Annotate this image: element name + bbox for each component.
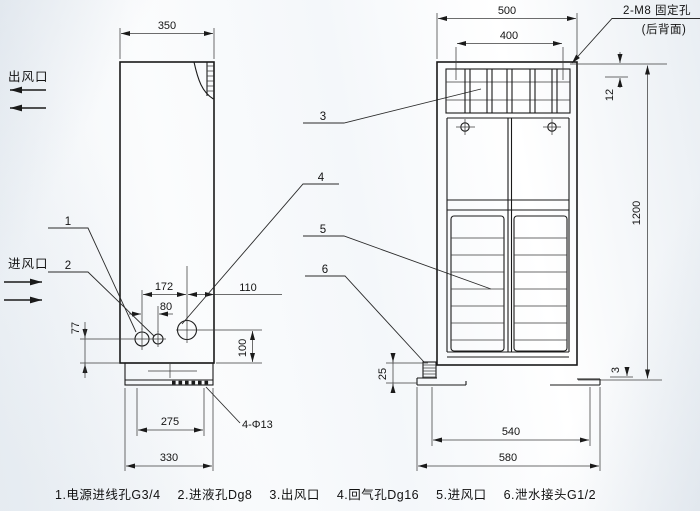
dim-hole-top-offset: 12 bbox=[604, 89, 616, 101]
label-air-inlet: 进风口 bbox=[8, 257, 49, 271]
callouts: 1 2 3 4 5 6 bbox=[48, 88, 492, 363]
dim-275: 275 bbox=[136, 388, 205, 436]
dim-foot-width: 580 bbox=[499, 452, 517, 464]
dim-front-width: 500 bbox=[498, 5, 516, 17]
note-bolt-holes: 4-Φ13 bbox=[205, 386, 273, 431]
dim-hole-span: 172 bbox=[155, 281, 173, 293]
door-louver-panels bbox=[450, 215, 568, 352]
label-bolt-holes: 4-Φ13 bbox=[242, 419, 273, 431]
dim-height: 1200 bbox=[631, 201, 643, 225]
callout-1: 1 bbox=[65, 216, 71, 228]
dim-foot-plate-thickness: 3 bbox=[610, 367, 622, 373]
front-view: 500 400 2-M8 固定孔 (后背面) 12 1200 bbox=[377, 3, 700, 471]
air-inlet-group: 进风口 bbox=[4, 257, 49, 304]
dim-return-hole-height: 100 bbox=[237, 339, 249, 357]
dim-400: 400 bbox=[455, 30, 564, 80]
dim-power-hole-height: 77 bbox=[70, 322, 82, 334]
legend-item-4: 4.回气孔Dg16 bbox=[336, 488, 420, 502]
note-fixing-line2: (后背面) bbox=[642, 22, 687, 36]
dim-580: 580 bbox=[416, 387, 601, 471]
legend: 1.电源进线孔G3/4 2.进液孔Dg8 3.出风口 4.回气孔Dg16 5.进… bbox=[55, 484, 695, 503]
label-air-outlet: 出风口 bbox=[8, 70, 49, 84]
dim-330: 330 bbox=[124, 388, 214, 471]
dim-base-hole-span: 275 bbox=[161, 416, 179, 428]
callout-5: 5 bbox=[320, 224, 326, 236]
dim-25: 25 bbox=[377, 353, 428, 393]
front-view-cabinet-body bbox=[436, 61, 578, 366]
callout-6: 6 bbox=[322, 264, 328, 276]
dim-3: 3 bbox=[610, 367, 633, 378]
front-view-doors bbox=[446, 117, 570, 358]
callout-2: 2 bbox=[65, 260, 71, 272]
dim-hole-offset: 80 bbox=[160, 301, 172, 313]
dim-350: 350 bbox=[119, 20, 215, 59]
dim-540: 540 bbox=[431, 387, 591, 446]
front-view-top-grille bbox=[445, 68, 571, 114]
dim-foot-hole-span: 540 bbox=[502, 426, 520, 438]
callout-3: 3 bbox=[320, 111, 326, 123]
dim-1200: 1200 bbox=[578, 65, 662, 381]
m8-fixing-hole-marks bbox=[456, 119, 561, 135]
side-view-base bbox=[124, 362, 214, 386]
dim-grille-width: 400 bbox=[500, 30, 518, 42]
dim-top-width: 350 bbox=[158, 20, 176, 32]
side-view-outlet-louver bbox=[193, 61, 214, 100]
dim-172-110: 172 110 bbox=[141, 266, 282, 330]
note-fixing-line1: 2-M8 固定孔 bbox=[623, 3, 691, 17]
legend-item-2: 2.进液孔Dg8 bbox=[177, 488, 253, 502]
drain-fitting bbox=[422, 361, 437, 379]
legend-item-6: 6.泄水接头G1/2 bbox=[503, 488, 597, 502]
dim-100: 100 bbox=[176, 329, 262, 364]
front-view-feet bbox=[416, 361, 601, 386]
dim-500: 500 bbox=[436, 5, 578, 59]
dim-return-offset: 110 bbox=[239, 282, 257, 294]
dim-base-width: 330 bbox=[160, 452, 178, 464]
callout-4: 4 bbox=[318, 172, 325, 184]
dim-80: 80 bbox=[129, 301, 173, 332]
dim-drain-height: 25 bbox=[377, 368, 389, 380]
note-fixing-holes: 2-M8 固定孔 (后背面) bbox=[571, 3, 700, 64]
air-outlet-group: 出风口 bbox=[8, 70, 49, 112]
legend-item-1: 1.电源进线孔G3/4 bbox=[55, 488, 161, 502]
legend-item-3: 3.出风口 bbox=[269, 488, 320, 502]
dim-77: 77 bbox=[70, 322, 151, 378]
dim-12: 12 bbox=[570, 52, 667, 101]
side-view-holes bbox=[134, 318, 198, 350]
side-view: 350 172 110 80 77 1 bbox=[4, 20, 282, 471]
side-view-cabinet-body bbox=[119, 61, 215, 364]
legend-item-5: 5.进风口 bbox=[436, 488, 487, 502]
base-bolt-holes bbox=[172, 380, 209, 385]
